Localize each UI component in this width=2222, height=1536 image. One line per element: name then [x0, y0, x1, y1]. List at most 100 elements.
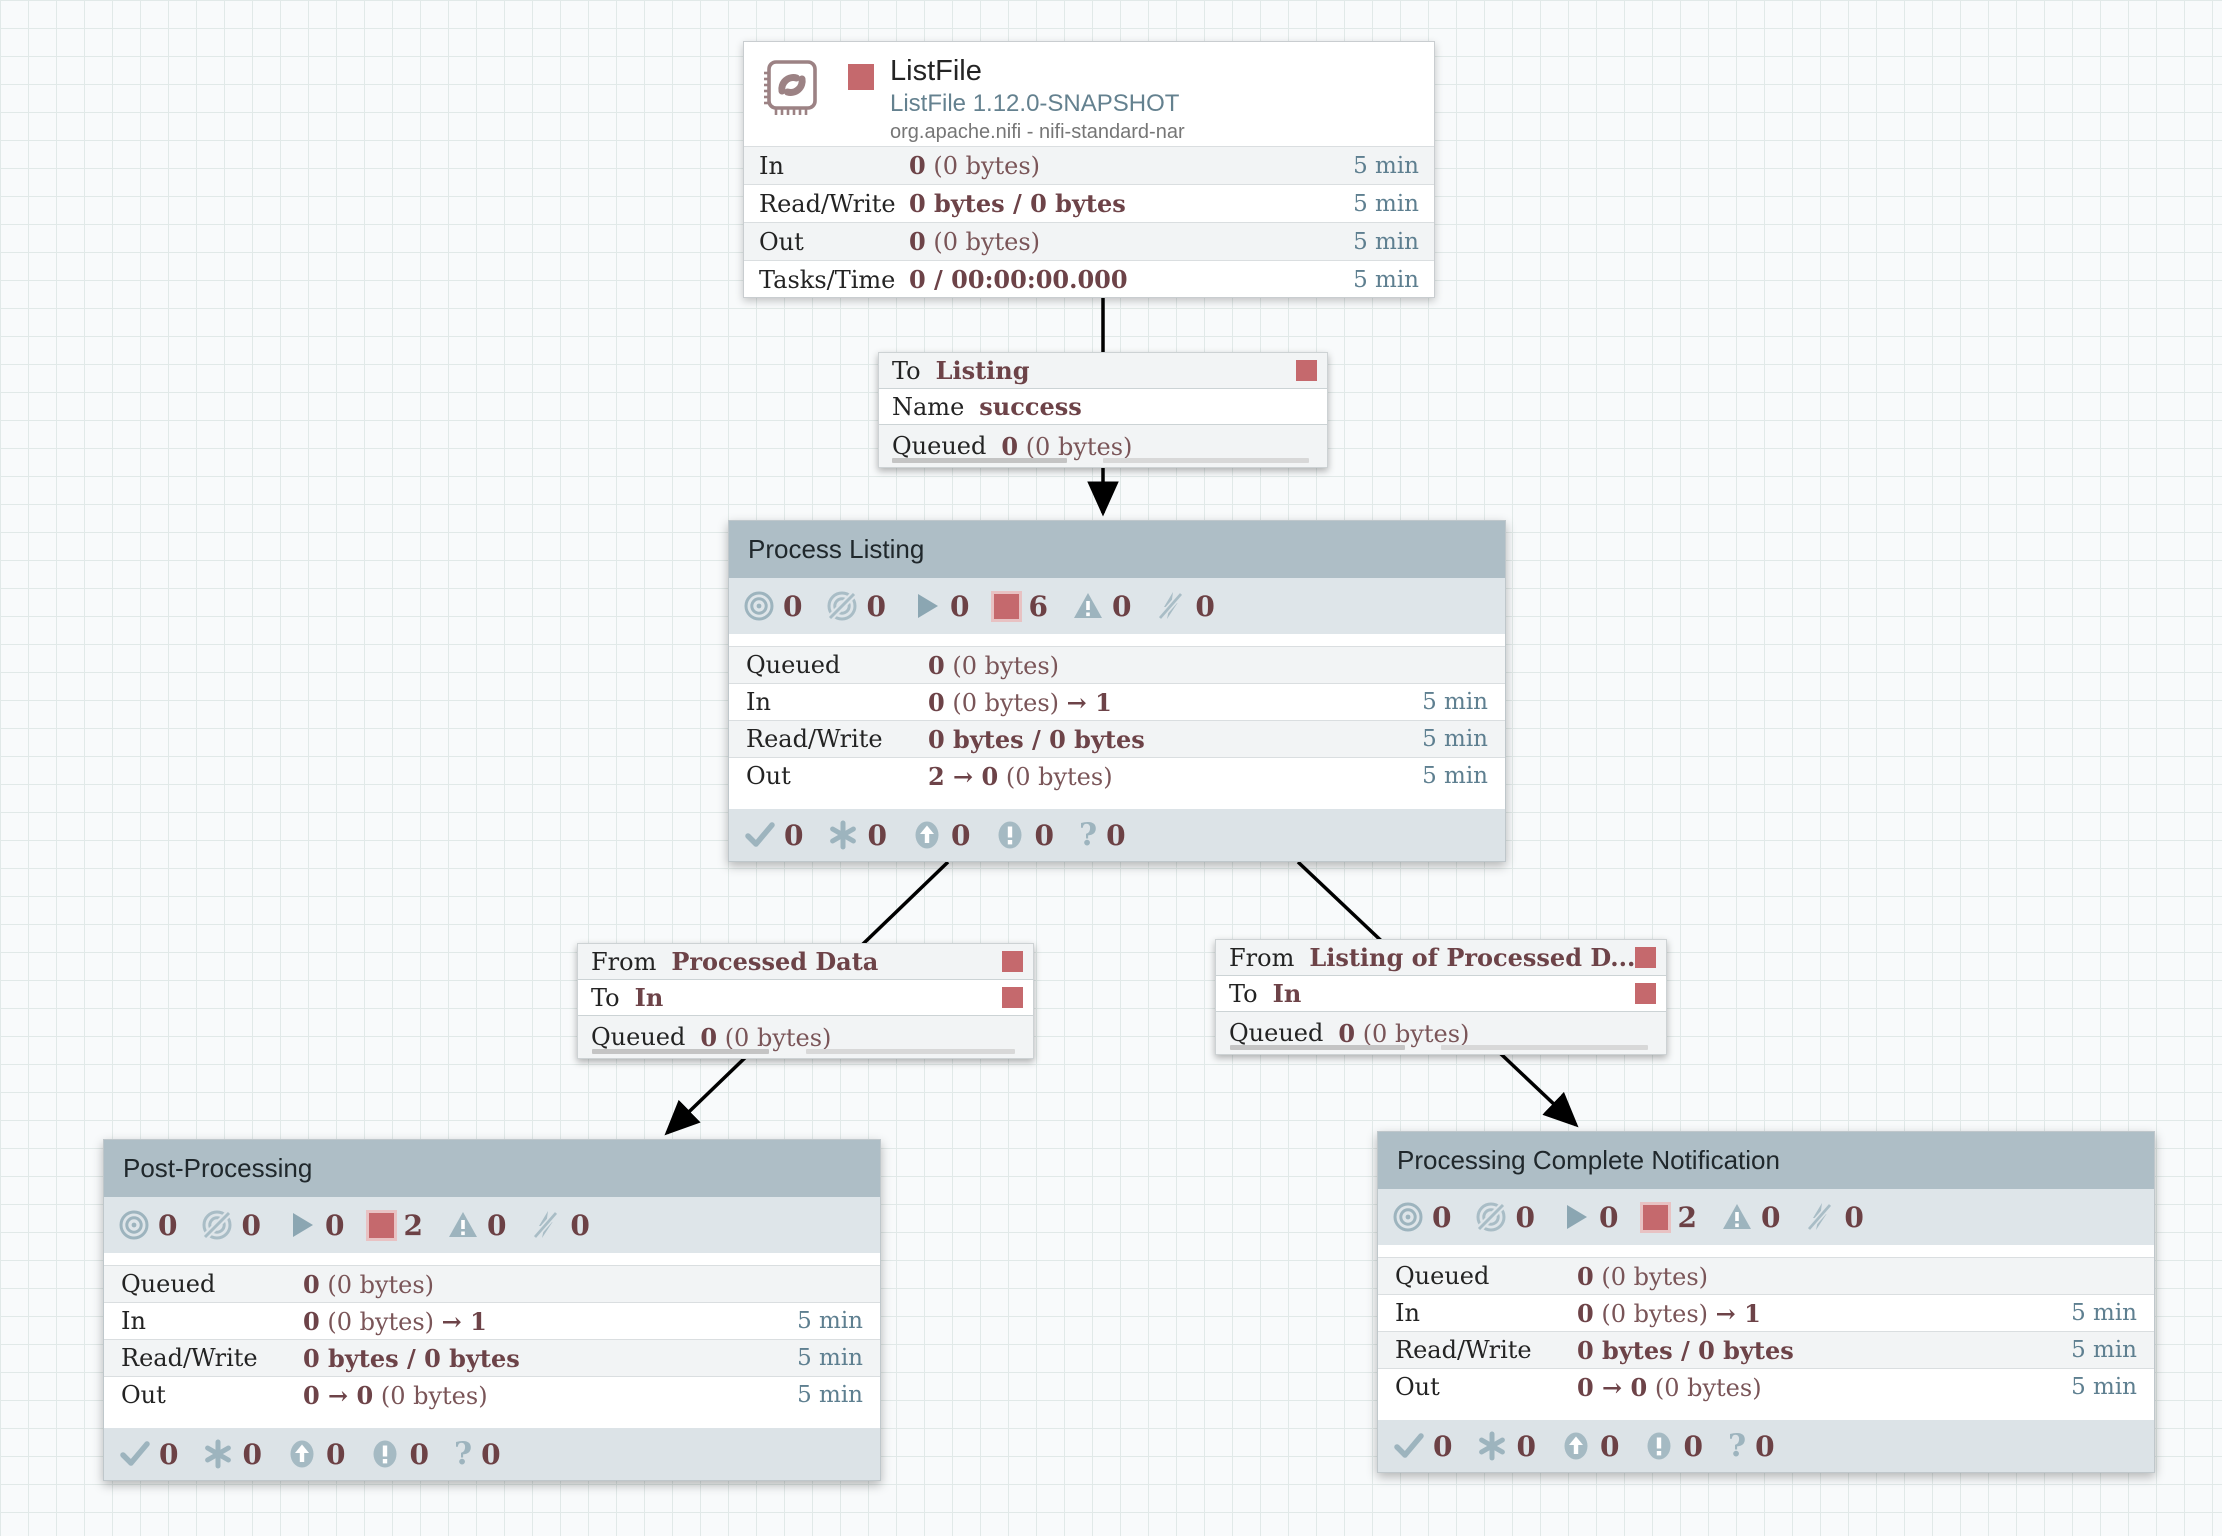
- not-transmitting-count: 0: [866, 589, 886, 623]
- stat-label: Out: [121, 1381, 166, 1409]
- stopped-square-icon: [1635, 947, 1656, 968]
- processor-titles: ListFile ListFile 1.12.0-SNAPSHOT org.ap…: [890, 55, 1185, 144]
- connection-key: To: [892, 356, 921, 385]
- stat-label: Queued: [746, 651, 841, 679]
- locally-modified-stale-exclamation-icon: [373, 1440, 397, 1468]
- stopped-count: 2: [1677, 1200, 1697, 1234]
- not-transmitting-icon: [202, 1210, 232, 1240]
- group-header: Post-Processing: [104, 1140, 880, 1197]
- process-group-post-processing[interactable]: Post-Processing 0 0 0 2 0 0 Queued 0 (0 …: [103, 1139, 881, 1481]
- not-transmitting-icon: [1476, 1202, 1506, 1232]
- connection-value: In: [1272, 979, 1302, 1008]
- group-stat-row-readwrite: Read/Write 0 bytes / 0 bytes 5 min: [104, 1339, 880, 1376]
- connection-value: In: [634, 983, 664, 1012]
- processor-listfile[interactable]: ListFile ListFile 1.12.0-SNAPSHOT org.ap…: [743, 41, 1435, 298]
- group-stat-row-in: In 0 (0 bytes) → 1 5 min: [1378, 1294, 2154, 1331]
- connection-row-to: To Listing: [879, 353, 1327, 389]
- stat-label: Queued: [121, 1270, 216, 1298]
- processor-stat-row-out: Out 0 (0 bytes) 5 min: [744, 222, 1434, 260]
- queue-usage-bar: [1103, 458, 1310, 463]
- connection-key: Name: [892, 392, 965, 421]
- queue-usage-bar: [591, 1049, 770, 1054]
- connection-key: To: [1229, 979, 1258, 1008]
- connection-key: From: [591, 947, 657, 976]
- group-status-bar: 0 0 0 2 0 0: [104, 1197, 880, 1253]
- group-status-bar: 0 0 0 6 0 0: [729, 578, 1505, 634]
- connection-value: Listing: [935, 356, 1030, 385]
- stat-label: In: [121, 1307, 146, 1335]
- group-stat-row-out: Out 2 → 0 (0 bytes) 5 min: [729, 757, 1505, 794]
- sync-failure-count: 0: [1755, 1429, 1775, 1463]
- group-title: Post-Processing: [123, 1153, 313, 1183]
- up-to-date-check-icon: [745, 820, 775, 850]
- connection-key: Queued: [1229, 1019, 1324, 1047]
- stat-period: 5 min: [797, 1382, 863, 1408]
- stat-value: 0 (0 bytes): [909, 227, 1041, 256]
- stat-period: 5 min: [1353, 266, 1419, 293]
- connection-value: Listing of Processed D...: [1309, 943, 1636, 972]
- stopped-count: 6: [1028, 589, 1048, 623]
- running-icon: [917, 594, 938, 618]
- stopped-square-icon: [1643, 1204, 1669, 1230]
- connection-key: Queued: [591, 1023, 686, 1051]
- queue-usage-bar: [1441, 1045, 1648, 1050]
- connection-key: Queued: [892, 432, 987, 460]
- stat-value: 0 bytes / 0 bytes: [928, 724, 1145, 754]
- stat-period: 5 min: [1353, 190, 1419, 217]
- sync-failure-count: 0: [1106, 818, 1126, 852]
- stat-label: Read/Write: [746, 725, 883, 753]
- invalid-count: 0: [1760, 1200, 1781, 1234]
- locally-modified-stale-count: 0: [1034, 818, 1054, 852]
- invalid-warning-icon: [1722, 1204, 1751, 1229]
- connection-key: To: [591, 983, 620, 1012]
- locally-modified-stale-count: 0: [1683, 1429, 1703, 1463]
- group-stat-row-in: In 0 (0 bytes) → 1 5 min: [104, 1302, 880, 1339]
- connection-label-processed-data[interactable]: From Processed Data To In Queued 0 (0 by…: [577, 943, 1034, 1059]
- group-stat-row-readwrite: Read/Write 0 bytes / 0 bytes 5 min: [729, 720, 1505, 757]
- connection-value: 0 (0 bytes): [700, 1022, 832, 1052]
- group-stat-row-queued: Queued 0 (0 bytes): [729, 646, 1505, 683]
- transmitting-icon: [119, 1210, 149, 1240]
- running-icon: [292, 1213, 313, 1237]
- stat-label: Read/Write: [1395, 1336, 1532, 1364]
- stopped-count: 2: [403, 1208, 423, 1242]
- sync-failure-count: 0: [481, 1437, 501, 1471]
- up-to-date-check-icon: [120, 1439, 150, 1469]
- stat-period: 5 min: [1422, 689, 1488, 715]
- group-stat-row-queued: Queued 0 (0 bytes): [1378, 1257, 2154, 1294]
- running-icon: [1566, 1205, 1587, 1229]
- stat-period: 5 min: [797, 1308, 863, 1334]
- connection-label-listing-of-processed[interactable]: From Listing of Processed D... To In Que…: [1215, 939, 1667, 1055]
- connection-row-from: From Listing of Processed D...: [1216, 940, 1666, 976]
- stat-value: 0 → 0 (0 bytes): [1577, 1372, 1762, 1402]
- stat-value: 0 (0 bytes) → 1: [303, 1306, 487, 1336]
- connection-value: 0 (0 bytes): [1001, 431, 1133, 461]
- processor-swirl-icon: [764, 60, 817, 115]
- stale-up-arrow-icon: [915, 821, 939, 849]
- process-group-processing-complete-notification[interactable]: Processing Complete Notification 0 0 0 2…: [1377, 1131, 2155, 1473]
- processor-header: ListFile ListFile 1.12.0-SNAPSHOT org.ap…: [744, 42, 1434, 146]
- processor-type: ListFile 1.12.0-SNAPSHOT: [890, 90, 1180, 118]
- transmitting-count: 0: [1432, 1200, 1452, 1234]
- not-transmitting-icon: [827, 591, 857, 621]
- stale-count: 0: [325, 1437, 346, 1471]
- stat-value: 0 (0 bytes): [1577, 1261, 1709, 1291]
- stat-period: 5 min: [2071, 1337, 2137, 1363]
- stat-label: In: [746, 688, 771, 716]
- up-to-date-count: 0: [159, 1437, 179, 1471]
- stat-value: 2 → 0 (0 bytes): [928, 761, 1113, 791]
- group-stat-row-out: Out 0 → 0 (0 bytes) 5 min: [1378, 1368, 2154, 1405]
- stat-label: Queued: [1395, 1262, 1490, 1290]
- stopped-square-icon: [369, 1212, 395, 1238]
- process-group-process-listing[interactable]: Process Listing 0 0 0 6 0 0 Queued 0 (0 …: [728, 520, 1506, 862]
- stat-period: 5 min: [797, 1345, 863, 1371]
- locally-modified-count: 0: [867, 818, 887, 852]
- connection-label-to-listing[interactable]: To Listing Name success Queued 0 (0 byte…: [878, 352, 1328, 468]
- group-header: Process Listing: [729, 521, 1505, 578]
- connection-key: From: [1229, 943, 1295, 972]
- stopped-square-icon: [1296, 360, 1317, 381]
- locally-modified-count: 0: [1516, 1429, 1536, 1463]
- queue-usage-bar: [805, 1049, 1015, 1054]
- up-to-date-count: 0: [1433, 1429, 1453, 1463]
